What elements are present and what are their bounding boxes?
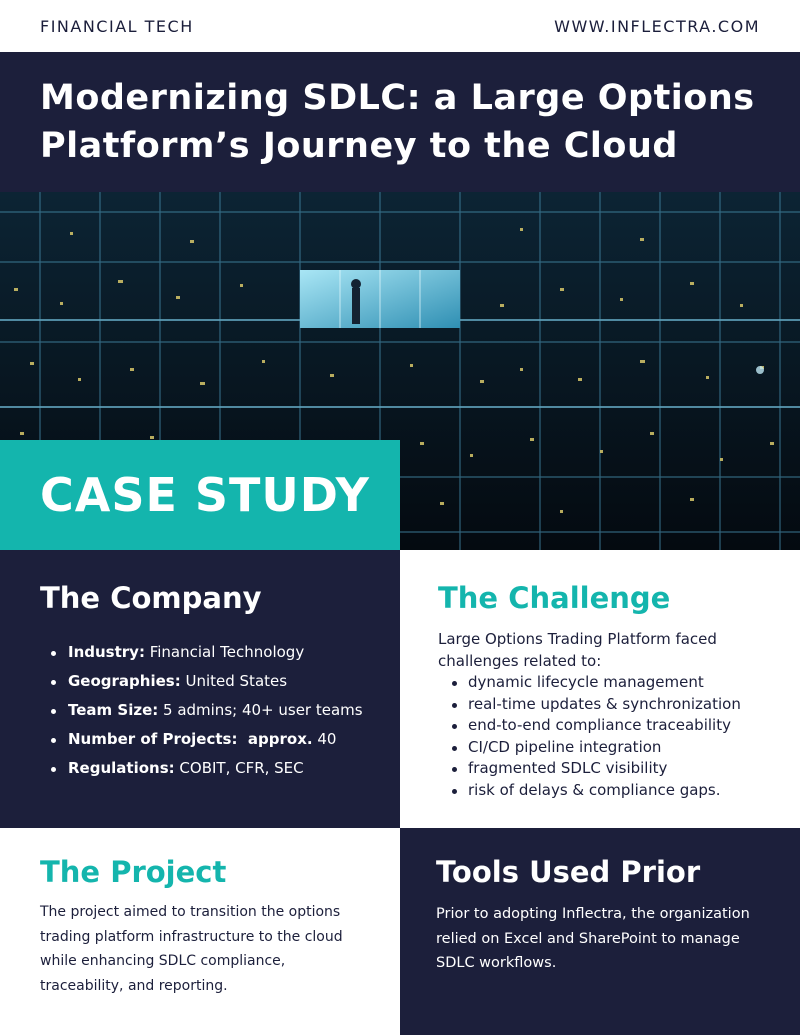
case-study-banner: CASE STUDY [0,440,400,550]
challenge-intro: Large Options Trading Platform faced cha… [438,630,717,670]
website-link[interactable]: WWW.INFLECTRA.COM [554,16,760,36]
category-label: FINANCIAL TECH [40,16,194,36]
office-building-night-photo [0,192,800,550]
case-study-label: CASE STUDY [40,468,370,522]
fact-label: Geographies: [68,672,181,690]
title-line-1: Modernizing SDLC: a Large Options [40,78,755,118]
list-item: Regulations: COBIT, CFR, SEC [40,754,360,783]
list-item: real-time updates & synchronization [438,694,762,716]
list-item: Industry: Financial Technology [40,638,360,667]
list-item: Team Size: 5 admins; 40+ user teams [40,696,363,725]
list-item: risk of delays & compliance gaps. [438,780,762,802]
company-panel: The Company Industry: Financial Technolo… [0,550,400,828]
fact-value: United States [180,672,288,690]
list-item: dynamic lifecycle management [438,672,762,694]
top-bar: FINANCIAL TECH WWW.INFLECTRA.COM [0,0,800,52]
fact-label: Regulations: [68,759,175,777]
person-silhouette [352,288,360,324]
fact-value: 40 [312,730,337,748]
company-heading: The Company [40,581,262,615]
fact-label: Number of Projects: approx. [68,730,313,748]
company-facts-list: Industry: Financial Technology Geographi… [40,638,363,783]
hero-banner: Modernizing SDLC: a Large Options Platfo… [0,52,800,192]
window-lights [14,228,774,513]
list-item: Geographies: United States [40,667,360,696]
fact-value: 5 admins; 40+ user teams [158,701,363,719]
tools-heading: Tools Used Prior [436,855,701,889]
page-title: Modernizing SDLC: a Large Options Platfo… [40,74,760,170]
tools-body: Prior to adopting Inflectra, the organiz… [436,906,750,971]
challenge-heading: The Challenge [438,581,671,615]
fact-value: Financial Technology [144,643,305,661]
tools-panel: Tools Used Prior Prior to adopting Infle… [400,828,800,1035]
challenge-panel: The Challenge Large Options Trading Plat… [400,550,800,828]
project-panel: The Project The project aimed to transit… [0,828,400,1035]
title-line-2: Platform’s Journey to the Cloud [40,126,678,166]
list-item: end-to-end compliance traceability [438,715,762,737]
fact-label: Team Size: [68,701,159,719]
list-item: CI/CD pipeline integration [438,737,762,759]
list-item: fragmented SDLC visibility [438,758,762,780]
project-heading: The Project [40,855,227,889]
fact-value: COBIT, CFR, SEC [174,759,304,777]
project-body: The project aimed to transition the opti… [40,904,343,994]
list-item: Number of Projects: approx. 40 [40,725,360,754]
fact-label: Industry: [68,643,145,661]
challenge-list: dynamic lifecycle management real-time u… [438,672,762,801]
